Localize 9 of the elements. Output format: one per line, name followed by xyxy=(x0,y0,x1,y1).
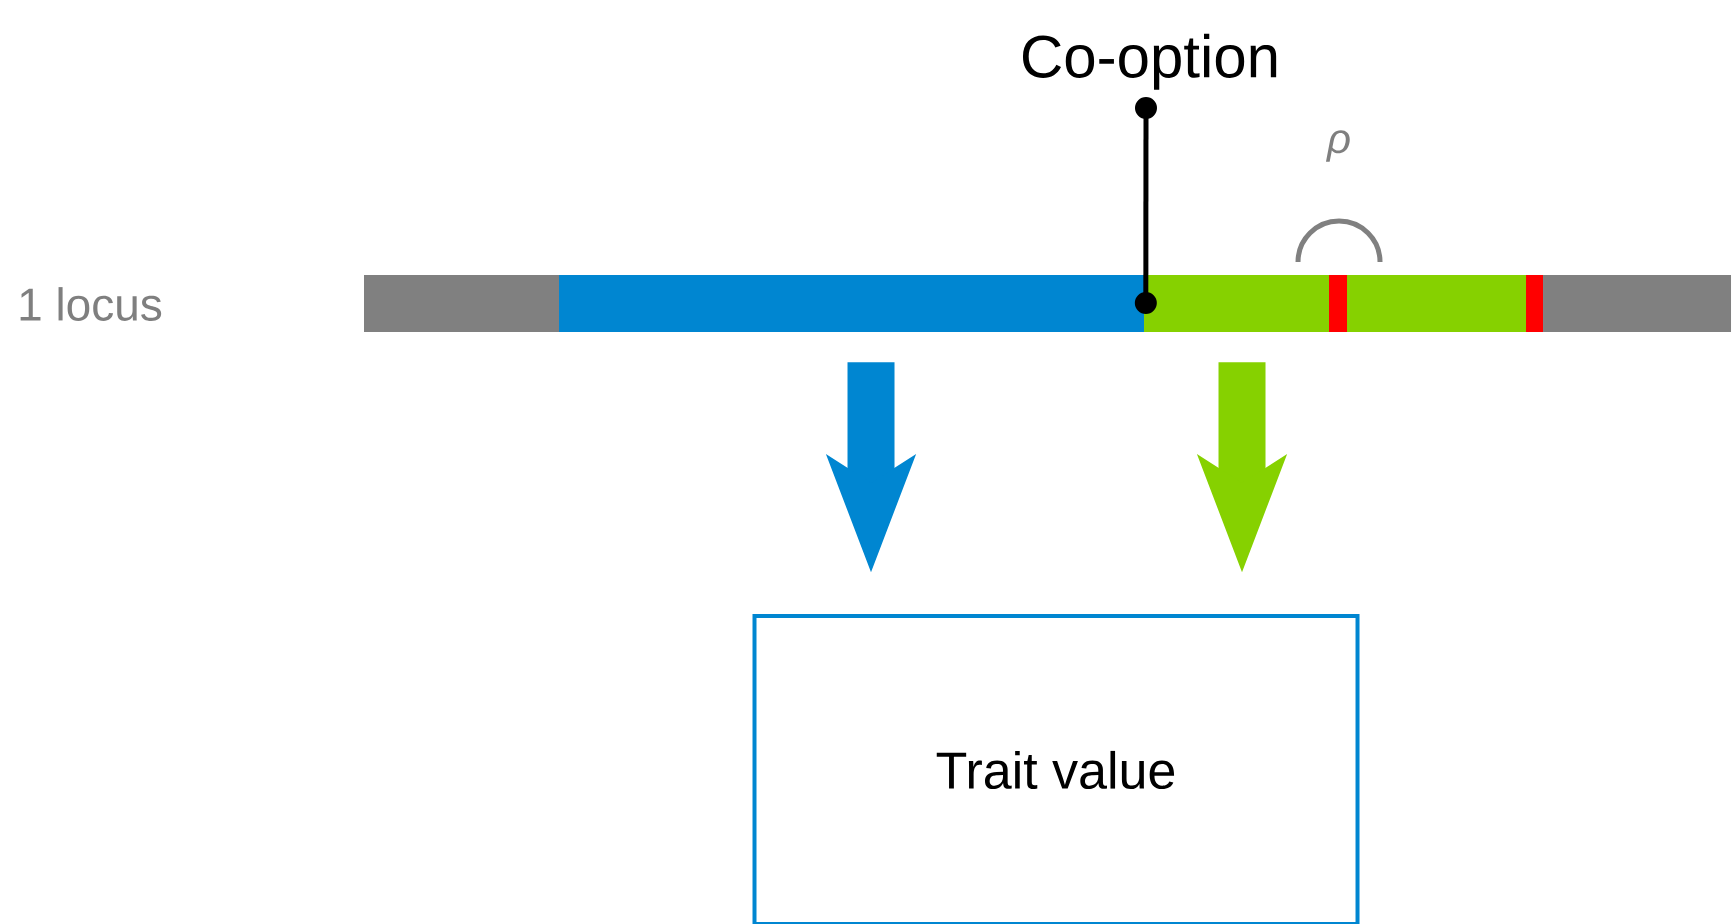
gene-segment xyxy=(1144,275,1543,332)
locus-bar-end xyxy=(364,275,559,332)
trait-box: Trait value xyxy=(752,614,1360,924)
locus-bar-end xyxy=(1543,275,1731,332)
rho-label: ρ xyxy=(1325,130,1350,162)
title-text: Co-option xyxy=(1023,33,1277,90)
gene-segment xyxy=(559,275,1144,332)
pin-line xyxy=(1134,97,1157,314)
locus-label: 1 locus xyxy=(20,287,162,321)
